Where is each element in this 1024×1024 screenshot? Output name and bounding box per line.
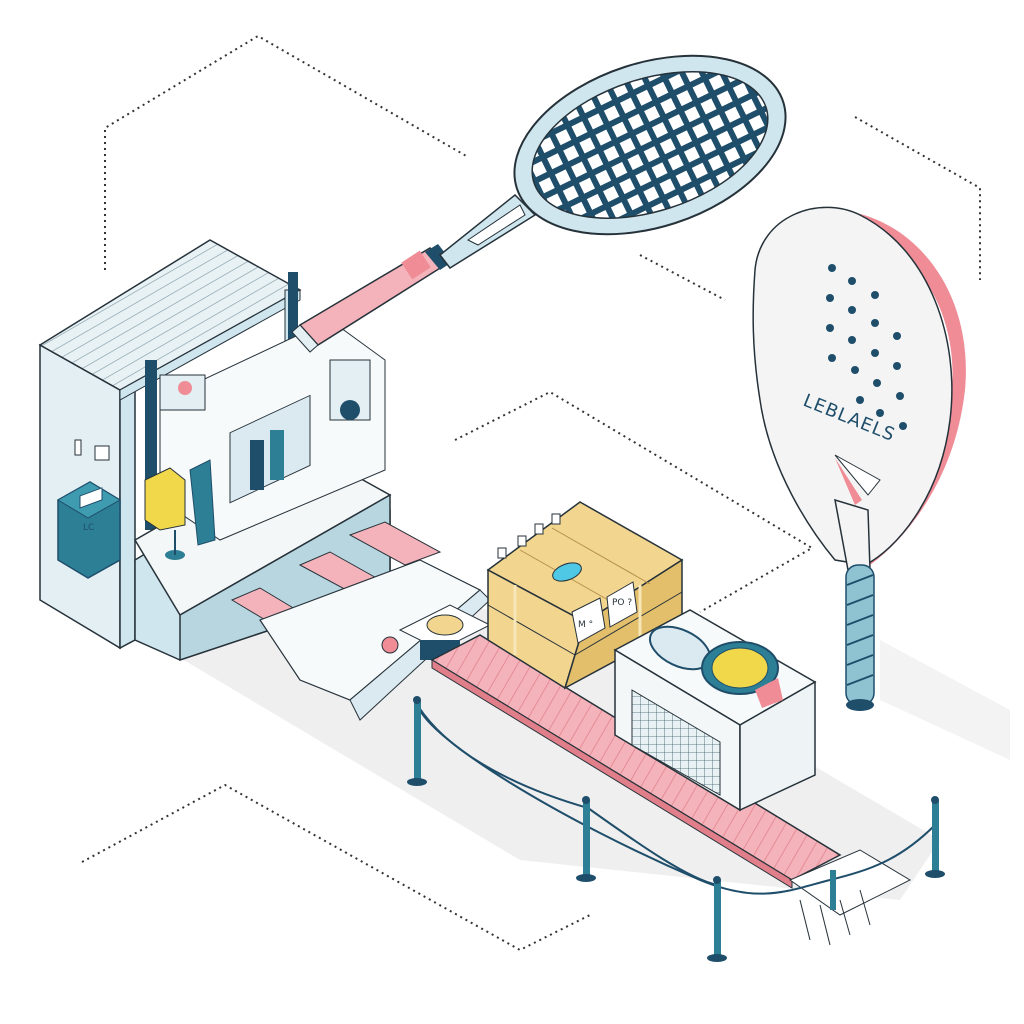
button-icon [74, 439, 82, 456]
vent-icon [94, 445, 110, 461]
control-box-label: LC [83, 523, 94, 533]
assembly-machine: LC [38, 239, 392, 662]
padel-holes [826, 264, 907, 430]
control-box[interactable]: LC [57, 481, 121, 579]
sticker-right: PO ? [606, 581, 638, 628]
stanchion-barrier [407, 696, 945, 962]
packing-crate[interactable] [613, 609, 817, 812]
padel-grip [845, 564, 875, 711]
svg-text:M °: M ° [578, 620, 593, 630]
stanchion-posts [407, 696, 945, 962]
padel-racket[interactable]: LEBLAELS [752, 206, 966, 711]
sticker-left: M ° [571, 597, 606, 644]
svg-text:PO ?: PO ? [612, 598, 632, 608]
tennis-racket[interactable] [291, 24, 808, 353]
dotted-guide-lines [81, 34, 981, 952]
